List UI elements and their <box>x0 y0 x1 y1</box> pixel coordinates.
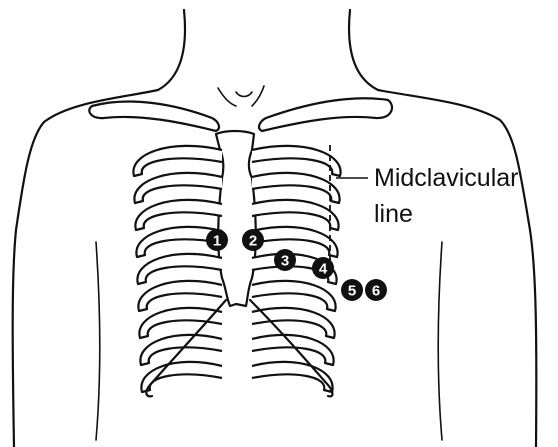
left-rib <box>135 200 222 230</box>
annotation-label-line2: line <box>374 200 413 228</box>
right-rib <box>252 335 334 365</box>
left-rib <box>138 281 222 311</box>
right-rib <box>252 173 340 203</box>
annotation-label-line1: Midclavicular <box>374 164 518 192</box>
right-rib <box>252 281 336 311</box>
electrode-v6-label: 6 <box>372 283 380 300</box>
clavicles <box>89 98 392 131</box>
right-rib <box>252 227 338 257</box>
electrode-v4-marker: 4 <box>312 257 334 279</box>
electrode-v4-label: 4 <box>319 261 328 278</box>
right-rib <box>252 200 339 230</box>
left-rib <box>133 146 222 176</box>
left-rib <box>139 308 222 338</box>
electrode-v2-marker: 2 <box>242 229 264 251</box>
electrode-v5-label: 5 <box>348 283 356 300</box>
electrode-v5-marker: 5 <box>341 279 363 301</box>
left-rib <box>137 254 222 284</box>
right-rib <box>252 146 341 176</box>
electrode-v3-label: 3 <box>281 253 289 270</box>
left-rib <box>134 173 222 203</box>
electrode-v2-label: 2 <box>249 233 257 250</box>
left-rib <box>141 362 222 392</box>
electrode-v1-label: 1 <box>213 233 221 250</box>
right-rib <box>252 308 335 338</box>
electrode-v3-marker: 3 <box>274 249 296 271</box>
electrode-v6-marker: 6 <box>365 279 387 301</box>
electrode-v1-marker: 1 <box>206 229 228 251</box>
